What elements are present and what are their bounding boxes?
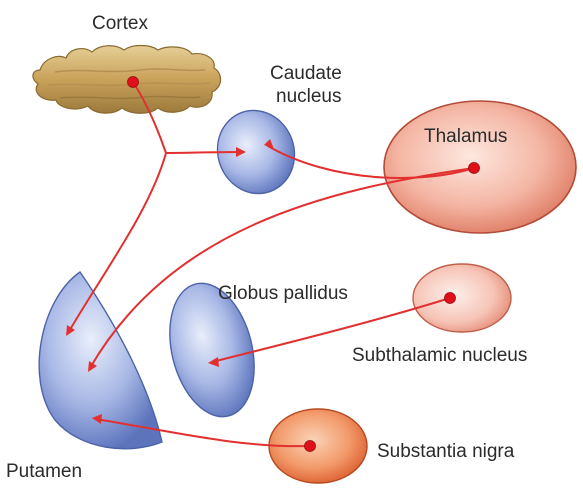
thalamus-dot xyxy=(469,163,480,174)
substantia-nigra-dot xyxy=(305,441,316,452)
thalamus-shape xyxy=(384,101,576,233)
caudate-label-line1: Caudate xyxy=(270,63,342,85)
globus-pallidus-label: Globus pallidus xyxy=(218,283,348,305)
subthalamic-nucleus-shape xyxy=(413,264,511,332)
subthalamic-nucleus-label: Subthalamic nucleus xyxy=(352,345,527,367)
substantia-nigra-label: Substantia nigra xyxy=(377,441,514,463)
subthalamic-nucleus-dot xyxy=(445,293,456,304)
thalamus-label: Thalamus xyxy=(424,126,507,148)
putamen-label: Putamen xyxy=(6,461,82,483)
cortex-label: Cortex xyxy=(92,13,148,35)
pathway-cortex-to-caudate xyxy=(166,152,242,153)
caudate-label-line2: nucleus xyxy=(276,86,342,108)
cortex-dot xyxy=(128,77,139,88)
cortex-shape xyxy=(33,46,221,114)
